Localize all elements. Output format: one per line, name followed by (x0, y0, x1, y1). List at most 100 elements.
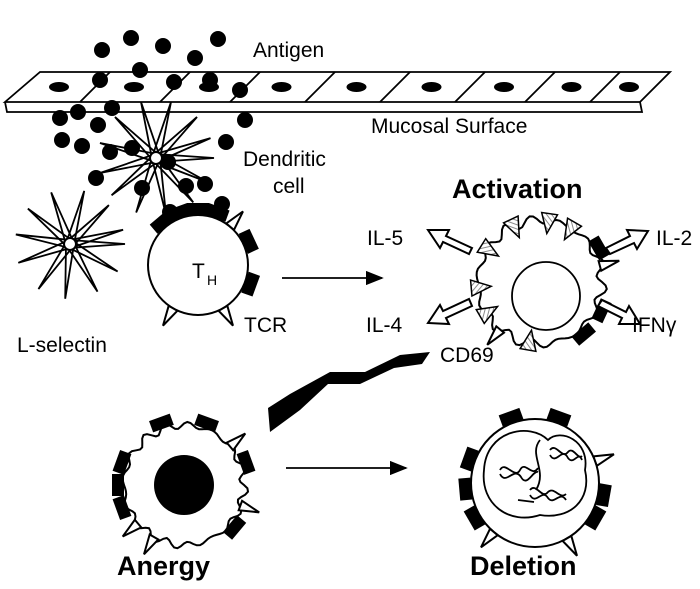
th-label: T (192, 260, 205, 283)
dendrite-arm (65, 241, 99, 293)
l-selectin-receptor (225, 432, 247, 452)
dendrite-arm (155, 153, 215, 163)
cytokine-arrows (426, 228, 650, 326)
tcr-receptor (112, 450, 132, 475)
epithelial-cell-border (524, 71, 556, 103)
antigen-dot (237, 112, 253, 128)
condensed-nucleus (154, 455, 214, 515)
cd69-triangle (518, 328, 537, 353)
antigen-dot (232, 82, 248, 98)
tcr-receptor (112, 474, 124, 496)
l-selectin-receptor (486, 324, 506, 346)
dendrite-arm (151, 101, 172, 160)
dendritic-label-line1: Dendritic (243, 148, 326, 171)
antigen-dot (155, 38, 171, 54)
antigen-dot (94, 42, 110, 58)
anergic-t-cell (112, 413, 260, 555)
dendritic-nucleus (63, 237, 77, 251)
cd69-triangle (469, 279, 494, 298)
cd69-triangle (502, 214, 521, 240)
epithelial-nucleus (49, 82, 69, 92)
epithelial-nucleus (619, 82, 639, 92)
dendritic-label-line2: cell (273, 175, 305, 198)
epithelial-nucleus (124, 82, 144, 92)
antigen-dot (52, 110, 68, 126)
antigen-dot (166, 74, 182, 90)
epithelial-cell-border (454, 71, 486, 103)
antigen-dot (132, 62, 148, 78)
tcr-receptor (584, 505, 607, 531)
dendrite-arm (17, 239, 72, 264)
ifng-arrow (596, 298, 642, 325)
antigen-label: Antigen (253, 39, 324, 62)
dendrite-arm (154, 137, 211, 163)
tcr-receptor (112, 495, 132, 520)
l-selectin-receptor (592, 453, 615, 468)
dendrite-arm (152, 154, 195, 204)
dendritic-cell-lower (15, 190, 126, 299)
epithelial-nucleus (346, 82, 367, 92)
l-selectin-receptor (143, 532, 160, 555)
tcr-receptor (149, 413, 174, 433)
cd69-triangle (476, 237, 501, 258)
cd69-markers (469, 211, 583, 353)
antigen-dot (104, 100, 120, 116)
epithelial-nucleus (561, 82, 582, 92)
tcr-receptor (194, 413, 219, 433)
tcr-receptor (222, 515, 247, 540)
dna-fragments (499, 447, 583, 503)
dendrite-arm (99, 153, 158, 174)
tcr-receptor (238, 228, 259, 254)
tcr-receptor (458, 477, 473, 501)
epithelial-cell-border (589, 71, 621, 103)
tcr-label: TCR (244, 314, 287, 337)
anergy-label: Anergy (117, 551, 210, 581)
cd69-triangle (475, 305, 500, 325)
fragmented-nucleus (482, 430, 588, 519)
antigen-dot (218, 134, 234, 150)
epithelial-nucleus (271, 82, 292, 92)
tcr-receptor (546, 407, 572, 427)
epithelial-cell-border (304, 71, 336, 103)
dendrite-arm (64, 243, 75, 299)
tcr-receptor (187, 203, 209, 215)
l-selectin-receptor (121, 518, 143, 538)
activated-t-cell (469, 211, 620, 353)
il4-label: IL-4 (366, 314, 403, 337)
tcr-receptor (204, 202, 230, 222)
il5-label: IL-5 (367, 227, 403, 250)
dendrite-arm (67, 239, 119, 273)
antigen-dot (54, 132, 70, 148)
antigen-dot (123, 30, 139, 46)
dendrite-arm (27, 207, 74, 248)
tcr-receptor (166, 202, 192, 222)
dendrite-arm (140, 101, 161, 160)
antigen-dot (88, 170, 104, 186)
dendrite-arm (15, 233, 71, 249)
dendrite-arm (99, 142, 158, 163)
naive-t-helper-cell (147, 202, 261, 327)
l-selectin-receptor (561, 534, 578, 557)
th-subscript: H (207, 272, 217, 288)
il2-arrow (604, 228, 650, 256)
mucosal-surface-label: Mucosal Surface (371, 115, 527, 138)
cd69-triangle (563, 217, 583, 242)
antigen-dot (187, 50, 203, 66)
dendrite-arm (153, 153, 210, 184)
l-selectin-receptor (224, 210, 244, 232)
l-selectin-receptor (597, 259, 620, 273)
dendritic-nucleus (149, 151, 163, 165)
il4-arrow (426, 297, 474, 326)
epithelial-nucleus (421, 82, 442, 92)
dendrite-arm (135, 156, 161, 213)
cd69-triangle (540, 211, 559, 236)
dendrite-arm (152, 116, 198, 162)
tcr-receptor (236, 450, 256, 475)
il5-arrow (426, 229, 474, 256)
deletion-label: Deletion (470, 551, 577, 581)
deleted-t-cell (458, 407, 615, 557)
tcr-receptor (463, 505, 486, 531)
activated-nucleus (511, 261, 581, 331)
